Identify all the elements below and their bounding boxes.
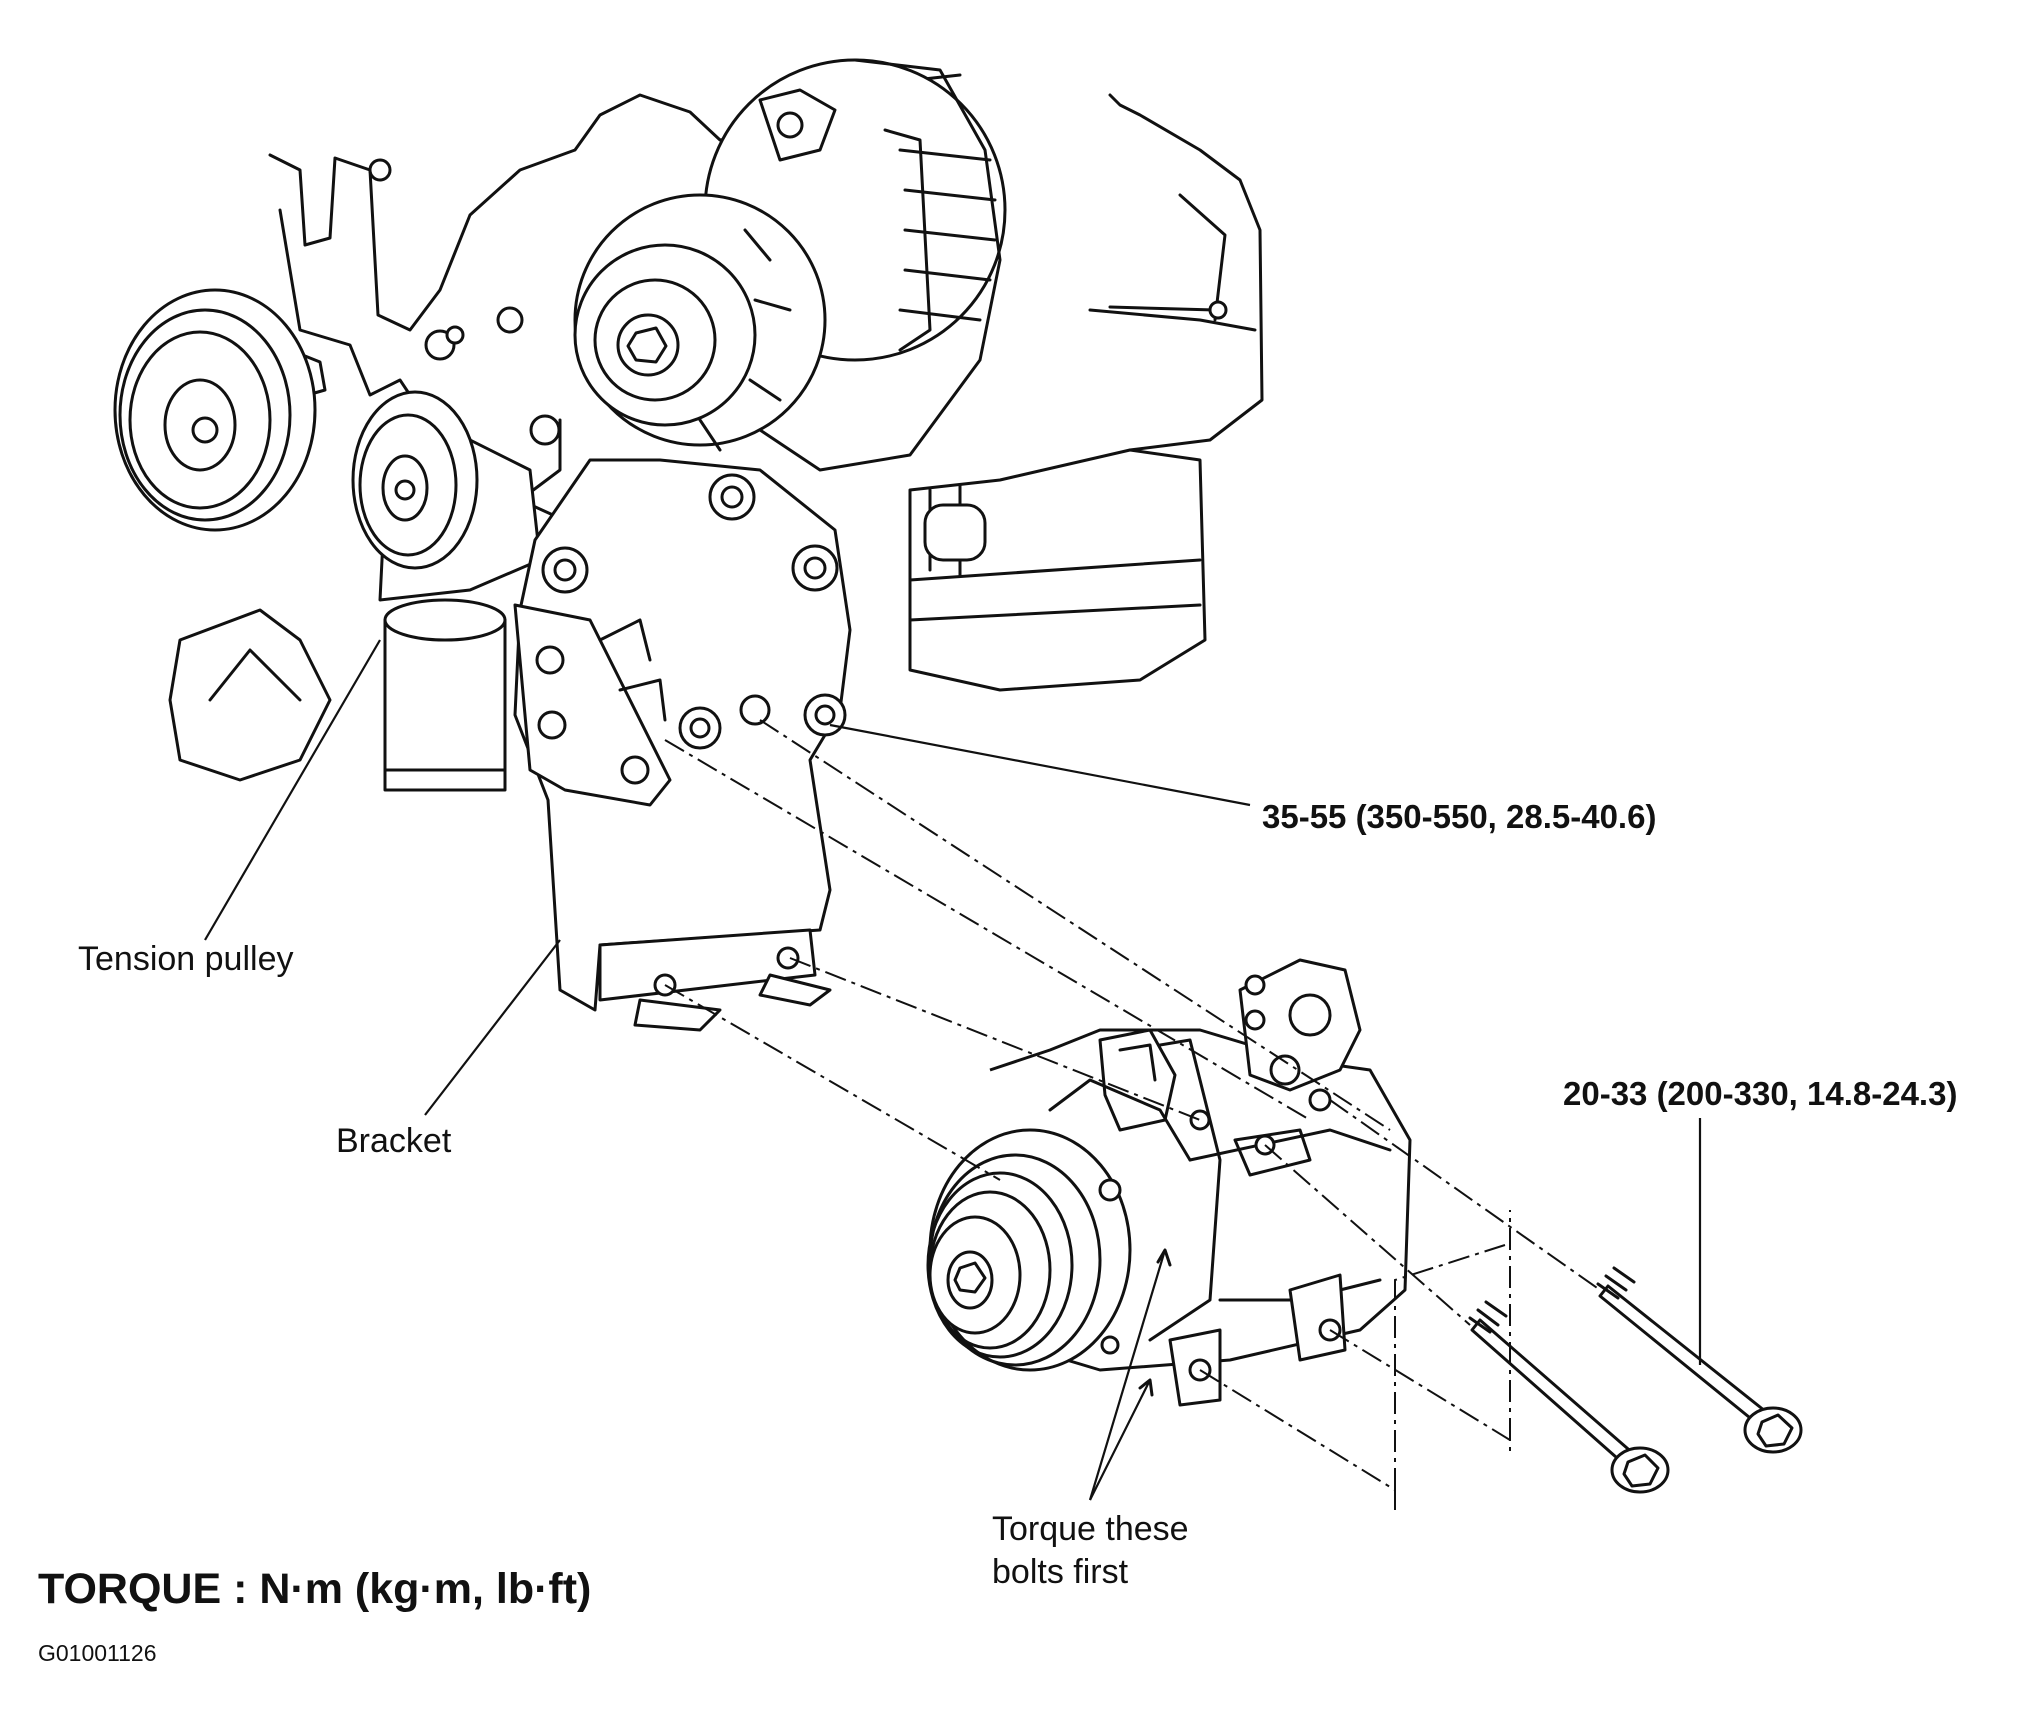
torque-units-title: TORQUE : N·m (kg·m, lb·ft) (38, 1565, 592, 1613)
long-bolt-upper (1596, 1266, 1803, 1454)
alternator (573, 58, 1007, 472)
compressor-bracket (513, 458, 852, 1032)
label-tension-pulley: Tension pulley (78, 940, 294, 978)
engine-lower-left (168, 608, 332, 782)
label-torque-upper: 35-55 (350-550, 28.5-40.6) (1262, 798, 1657, 835)
crankshaft-pulley (113, 288, 317, 532)
leader-torque-first-b (1089, 1379, 1151, 1501)
leader-bracket (424, 939, 561, 1116)
label-torque-first-line1: Torque these (992, 1510, 1189, 1548)
figure-code: G01001126 (38, 1640, 157, 1666)
label-bracket: Bracket (336, 1122, 452, 1160)
alignment-lines (664, 719, 1601, 1510)
label-torque-lower: 20-33 (200-330, 14.8-24.3) (1563, 1075, 1958, 1112)
tension-pulley (351, 390, 542, 792)
label-torque-first-line2: bolts first (992, 1553, 1129, 1591)
leader-lines (204, 639, 1702, 1501)
leader-tension-pulley (204, 639, 381, 941)
long-bolt-lower (1468, 1300, 1670, 1494)
engine-right-block (908, 448, 1207, 692)
ac-compressor (926, 958, 1412, 1407)
leader-torque-first-a (1088, 1249, 1167, 1501)
leader-torque-upper (829, 723, 1251, 807)
